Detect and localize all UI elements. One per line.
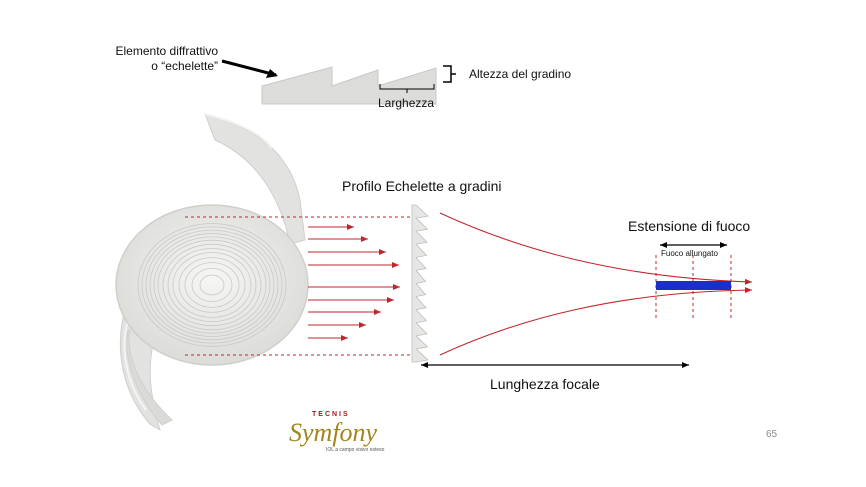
- diffractive-ring: [172, 252, 252, 318]
- diffractive-ring: [184, 262, 240, 308]
- logo-top-text: TECNIS: [312, 411, 350, 418]
- echelette-lens-profile: [411, 204, 429, 363]
- step-width-label: Larghezza: [378, 96, 435, 110]
- focal-length-label: Lunghezza focale: [490, 376, 600, 392]
- upper-beam-curve: [439, 212, 753, 285]
- step-height-bracket: [443, 65, 456, 83]
- focus-extension-label: Estensione di fuoco: [628, 218, 751, 234]
- extended-focus-label: Fuoco allungato: [661, 249, 718, 258]
- extended-focus-bar: [656, 281, 731, 290]
- diffractive-ring: [178, 257, 246, 313]
- page-number: 65: [766, 429, 778, 440]
- step-width-bracket: [379, 84, 435, 93]
- echelette-label-line1: Elemento diffrattivo: [115, 44, 219, 58]
- step-height-label: Altezza del gradino: [469, 67, 572, 81]
- diffractive-ring: [191, 267, 233, 302]
- diffractive-ring: [199, 274, 225, 296]
- echelette-pointer-arrow: [221, 59, 278, 78]
- diffractive-ring: [162, 243, 262, 327]
- diffractive-ring: [145, 229, 279, 341]
- diffractive-ring: [149, 233, 275, 337]
- echelette-label-line2: o “echelette”: [151, 59, 218, 73]
- echelette-profile: [261, 66, 437, 105]
- iol-optic: [115, 204, 309, 366]
- converging-beam: [439, 212, 753, 356]
- diffractive-ring: [137, 223, 287, 347]
- logo-sub-text: IOL a campo visivo esteso: [326, 447, 385, 453]
- lower-beam-curve: [439, 287, 753, 356]
- diffractive-ring: [141, 226, 283, 344]
- diffractive-ring: [157, 239, 267, 331]
- logo-main-text: Symfony: [289, 418, 378, 447]
- profile-title: Profilo Echelette a gradini: [342, 178, 502, 194]
- diffractive-ring: [153, 236, 271, 334]
- diffractive-ring: [167, 248, 257, 322]
- incoming-rays: [308, 224, 400, 341]
